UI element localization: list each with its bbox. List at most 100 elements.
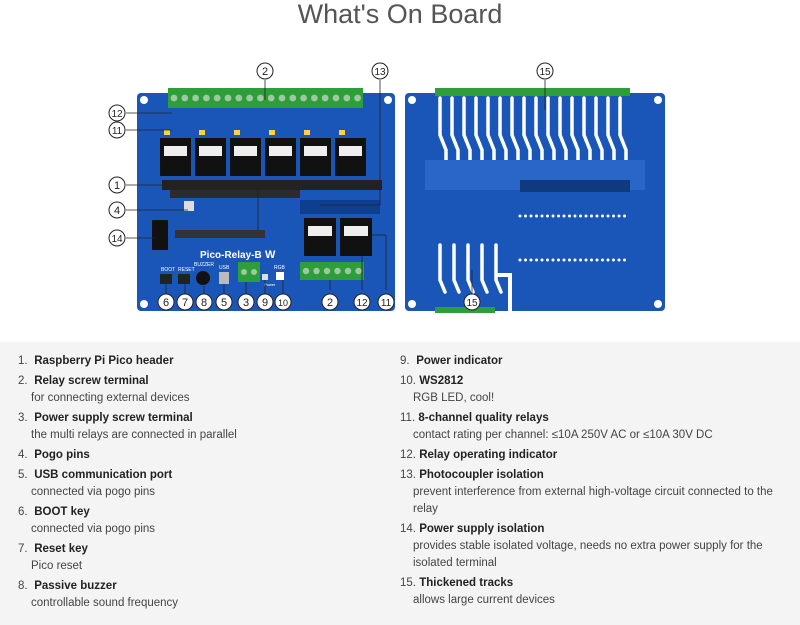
- track: [480, 243, 489, 294]
- track: [450, 96, 460, 162]
- page-title: What's On Board: [297, 0, 503, 29]
- pin-dot: [546, 214, 549, 218]
- legend-item: 9. Power indicator: [400, 352, 790, 370]
- power-isolation-module: [152, 220, 168, 250]
- screw: [334, 267, 341, 275]
- relay-label: [199, 146, 222, 156]
- legend-item-title: Power supply screw terminal: [34, 412, 193, 424]
- legend-item-description: Pico reset: [31, 560, 83, 572]
- front-board: Pico-Relay-B W BOOT RESET B: [137, 88, 395, 311]
- callout-2-bottom: 2: [327, 297, 333, 309]
- board-label: Pico-Relay-B: [200, 250, 262, 261]
- legend-item-number: 15.: [400, 577, 416, 589]
- legend-item-head: 8. Passive buzzer: [18, 577, 388, 595]
- legend-item-number: 2.: [18, 375, 28, 387]
- screw: [181, 94, 189, 102]
- legend-item-title: Power indicator: [416, 355, 503, 367]
- callout-7: 7: [182, 297, 188, 309]
- track: [462, 96, 472, 162]
- legend-item-description: provides stable isolated voltage, needs …: [413, 540, 763, 569]
- screw: [257, 94, 264, 102]
- pin-dot: [584, 258, 588, 262]
- screw: [213, 94, 221, 102]
- track: [534, 96, 544, 162]
- track: [558, 96, 568, 162]
- relay: [300, 138, 331, 176]
- relay-pair-bottom-right: [300, 200, 380, 256]
- pin-dot: [568, 258, 571, 262]
- track: [474, 96, 484, 162]
- legend-item-title: 8-channel quality relays: [418, 412, 549, 424]
- back-callouts: 15 15: [463, 62, 554, 311]
- relay-indicator: [164, 130, 170, 135]
- track: [582, 96, 592, 162]
- relay-screw-terminal-bottom: [300, 262, 364, 280]
- screw: [224, 94, 232, 102]
- legend-item-title: Relay screw terminal: [34, 375, 149, 387]
- callout-10: 10: [278, 298, 288, 308]
- screw: [192, 94, 200, 102]
- pin-dot: [601, 258, 604, 262]
- relay: [195, 138, 226, 176]
- relay-screw-terminal-top: [168, 88, 363, 108]
- callout-9: 9: [262, 297, 268, 309]
- legend-item-number: 12.: [400, 449, 416, 461]
- legend-item-number: 9.: [400, 355, 410, 367]
- relay: [265, 138, 296, 176]
- power-led: [262, 274, 268, 280]
- legend-item-number: 8.: [18, 580, 28, 592]
- buzzer: [196, 271, 210, 285]
- legend-item-description: prevent interference from external high-…: [413, 486, 773, 515]
- legend-item-number: 4.: [18, 449, 28, 461]
- callout-15-bottom: 15: [466, 298, 478, 309]
- power-terminal: [238, 262, 260, 282]
- relay-label: [304, 146, 327, 156]
- track: [486, 96, 496, 162]
- relay-indicator: [234, 130, 240, 135]
- relay: [335, 138, 366, 176]
- pin-dot: [540, 214, 544, 218]
- track: [438, 243, 447, 294]
- legend-item-title: WS2812: [419, 375, 464, 387]
- legend-item-number: 11.: [400, 412, 416, 424]
- reset-key: [178, 274, 190, 284]
- silk-boot: BOOT: [161, 267, 175, 273]
- pin-dot: [573, 258, 577, 262]
- pin-dot: [579, 258, 582, 262]
- callout-15-top: 15: [539, 67, 551, 78]
- legend-item-title: Power supply isolation: [419, 523, 545, 535]
- track: [494, 243, 503, 294]
- pin-dot: [557, 214, 560, 218]
- legend-item-number: 14.: [400, 523, 416, 535]
- screw: [246, 94, 254, 102]
- screw: [332, 94, 340, 102]
- legend-item-head: 7. Reset key: [18, 540, 388, 558]
- legend-item-description: contact rating per channel: ≤10A 250V AC…: [413, 429, 713, 441]
- track: [466, 243, 475, 294]
- callout-4: 4: [114, 205, 120, 217]
- legend-item: 4. Pogo pins: [18, 446, 388, 464]
- legend-item-head: 5. USB communication port: [18, 466, 388, 484]
- screw: [321, 94, 329, 102]
- boot-key: [160, 274, 172, 284]
- silk-reset: RESET: [178, 267, 195, 273]
- pin-dot: [529, 214, 533, 218]
- relay-indicator: [199, 130, 205, 135]
- pin-dot: [529, 258, 533, 262]
- callout-12-left: 12: [111, 109, 123, 120]
- legend-item-title: Passive buzzer: [34, 580, 117, 592]
- bottom-controls: [160, 262, 284, 285]
- pin-dot: [584, 214, 588, 218]
- track: [498, 96, 508, 162]
- relay-indicator: [269, 130, 275, 135]
- legend-item-title: Raspberry Pi Pico header: [34, 355, 174, 367]
- relay-row: [160, 130, 366, 176]
- screw: [302, 267, 310, 275]
- callout-3: 3: [243, 297, 249, 309]
- screw: [344, 267, 352, 275]
